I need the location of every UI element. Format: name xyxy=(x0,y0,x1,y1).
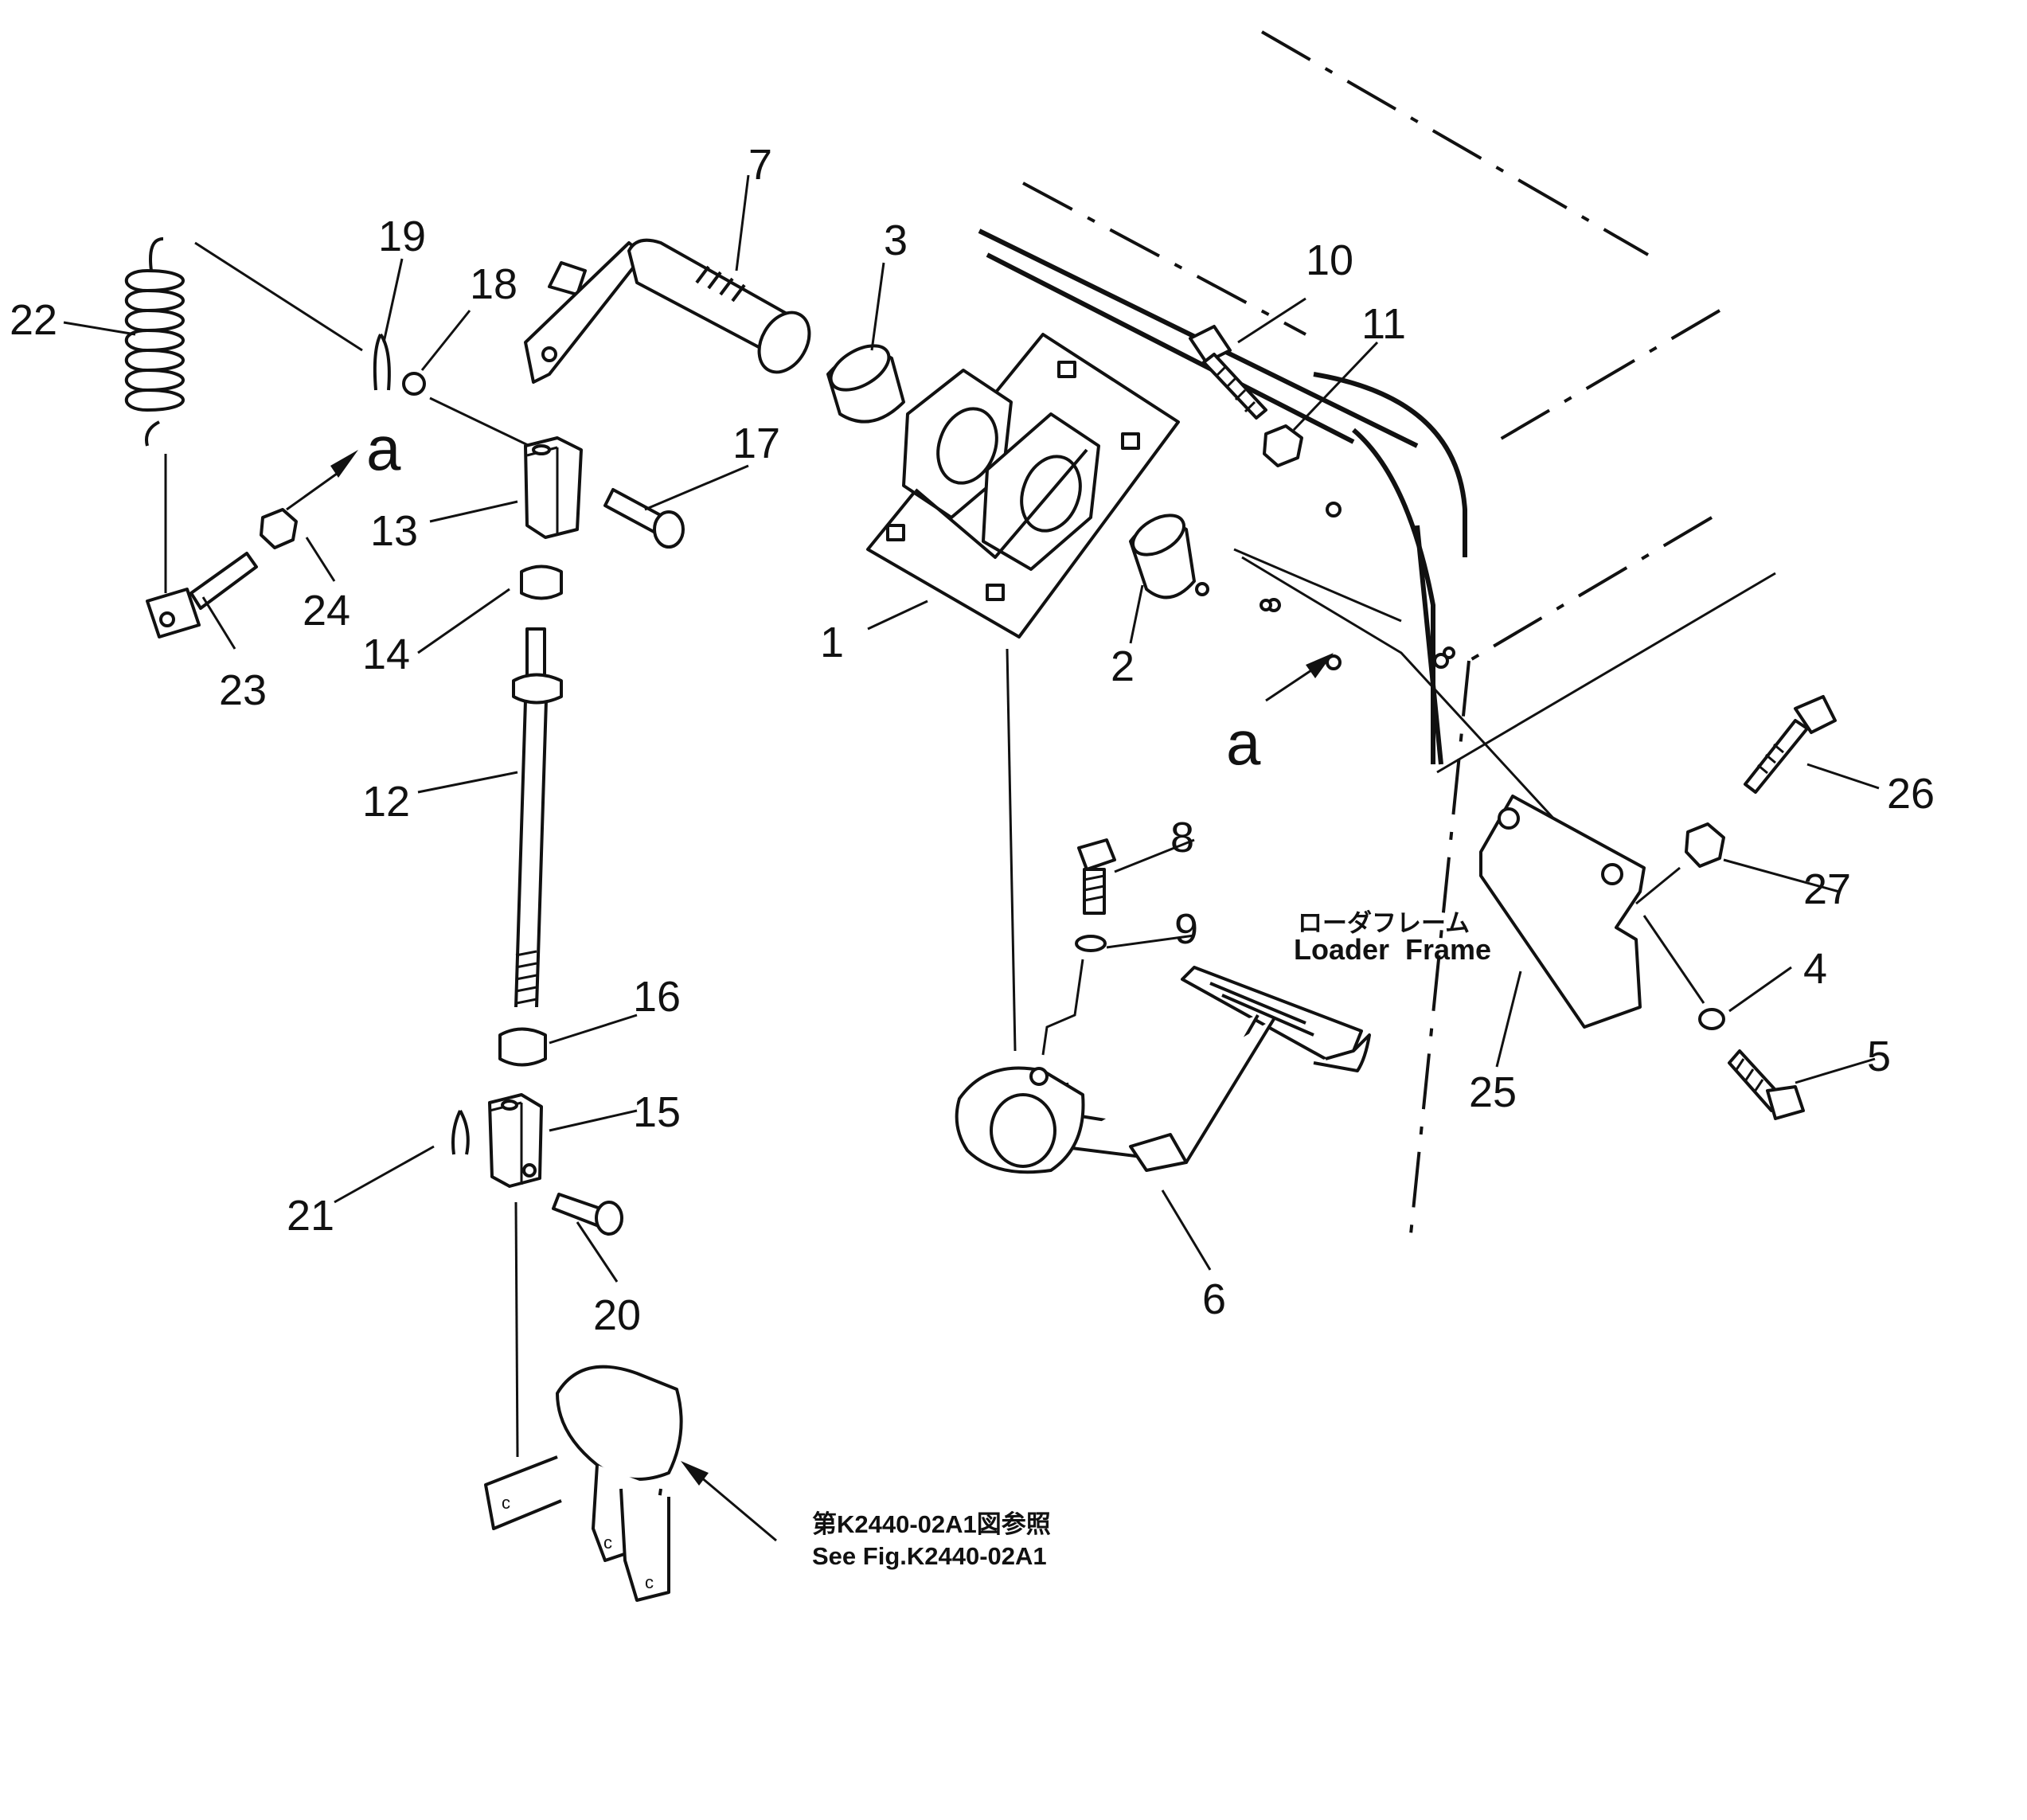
label-part-2: 2 xyxy=(1111,642,1135,690)
label-part-6: 6 xyxy=(1202,1275,1226,1323)
eye-bolt-part-23 xyxy=(146,552,258,639)
nut-part-27 xyxy=(1685,822,1725,868)
label-part-20: 20 xyxy=(593,1291,641,1339)
label-part-27: 27 xyxy=(1803,865,1851,913)
marker-a-right: a xyxy=(1226,708,1261,778)
loader-frame-label-jp: ローダフレーム xyxy=(1298,909,1470,937)
loader-frame-outline xyxy=(978,30,1776,1251)
label-part-11: 11 xyxy=(1361,300,1406,348)
label-part-8: 8 xyxy=(1170,814,1194,861)
bolt-part-10 xyxy=(1189,325,1267,420)
spring-part-22 xyxy=(124,237,363,593)
loader-frame-label-en: Loader Frame xyxy=(1294,933,1491,966)
cotter-pin-part-19 xyxy=(373,333,391,391)
shaft-lever-part-7 xyxy=(524,238,811,384)
label-part-9: 9 xyxy=(1174,905,1198,953)
label-part-26: 26 xyxy=(1887,770,1935,818)
label-part-22: 22 xyxy=(10,296,57,344)
label-part-14: 14 xyxy=(362,631,410,678)
bushing-part-3 xyxy=(826,344,905,424)
label-part-18: 18 xyxy=(470,260,517,308)
label-part-12: 12 xyxy=(362,778,410,826)
lever-assembly-reference: c c c xyxy=(484,1365,777,1602)
nut-part-11 xyxy=(1263,424,1303,467)
block-part-15 xyxy=(488,1093,543,1188)
label-part-21: 21 xyxy=(287,1192,334,1240)
pedal-part-6 xyxy=(955,966,1371,1174)
bracket-part-1 xyxy=(866,333,1180,639)
label-part-19: 19 xyxy=(378,213,426,260)
label-part-17: 17 xyxy=(732,420,780,467)
label-part-5: 5 xyxy=(1867,1033,1891,1080)
nut-part-14 xyxy=(520,564,563,600)
label-part-7: 7 xyxy=(748,141,772,189)
see-fig-label-jp: 第K2440-02A1図参照 xyxy=(812,1510,1051,1538)
label-part-3: 3 xyxy=(884,217,908,264)
nut-part-16 xyxy=(498,1027,547,1067)
label-part-23: 23 xyxy=(219,666,267,714)
label-part-4: 4 xyxy=(1803,945,1827,993)
label-part-24: 24 xyxy=(303,587,350,635)
label-part-13: 13 xyxy=(370,507,418,555)
see-fig-label-en: See Fig.K2440-02A1 xyxy=(812,1542,1047,1570)
label-part-10: 10 xyxy=(1306,236,1353,284)
washer-part-4 xyxy=(1698,1008,1725,1030)
label-part-15: 15 xyxy=(633,1088,681,1136)
cotter-pin-part-21 xyxy=(451,1110,470,1155)
block-part-13 xyxy=(524,436,583,539)
rod-part-12 xyxy=(512,627,563,1008)
pin-part-20 xyxy=(552,1193,623,1236)
bolt-part-8 xyxy=(1077,838,1116,915)
marker-a-left: a xyxy=(366,413,401,483)
nut-part-24 xyxy=(260,508,298,549)
bolt-part-26 xyxy=(1744,695,1837,794)
svg-text:c: c xyxy=(603,1533,612,1552)
pin-part-17 xyxy=(603,488,685,549)
leader-lines xyxy=(63,174,1880,1283)
label-part-16: 16 xyxy=(633,973,681,1021)
callout-labels: 1 2 3 4 5 6 7 8 9 10 11 12 13 14 15 16 1… xyxy=(10,141,1935,1339)
washer-part-18 xyxy=(402,372,426,396)
label-part-1: 1 xyxy=(820,619,844,666)
svg-text:c: c xyxy=(502,1493,510,1513)
bolt-part-5 xyxy=(1728,1049,1805,1120)
label-part-25: 25 xyxy=(1469,1068,1517,1116)
washer-part-9 xyxy=(1075,935,1107,952)
svg-text:c: c xyxy=(645,1572,654,1592)
plate-part-25 xyxy=(1479,795,1646,1029)
bushing-part-2 xyxy=(1129,514,1196,600)
